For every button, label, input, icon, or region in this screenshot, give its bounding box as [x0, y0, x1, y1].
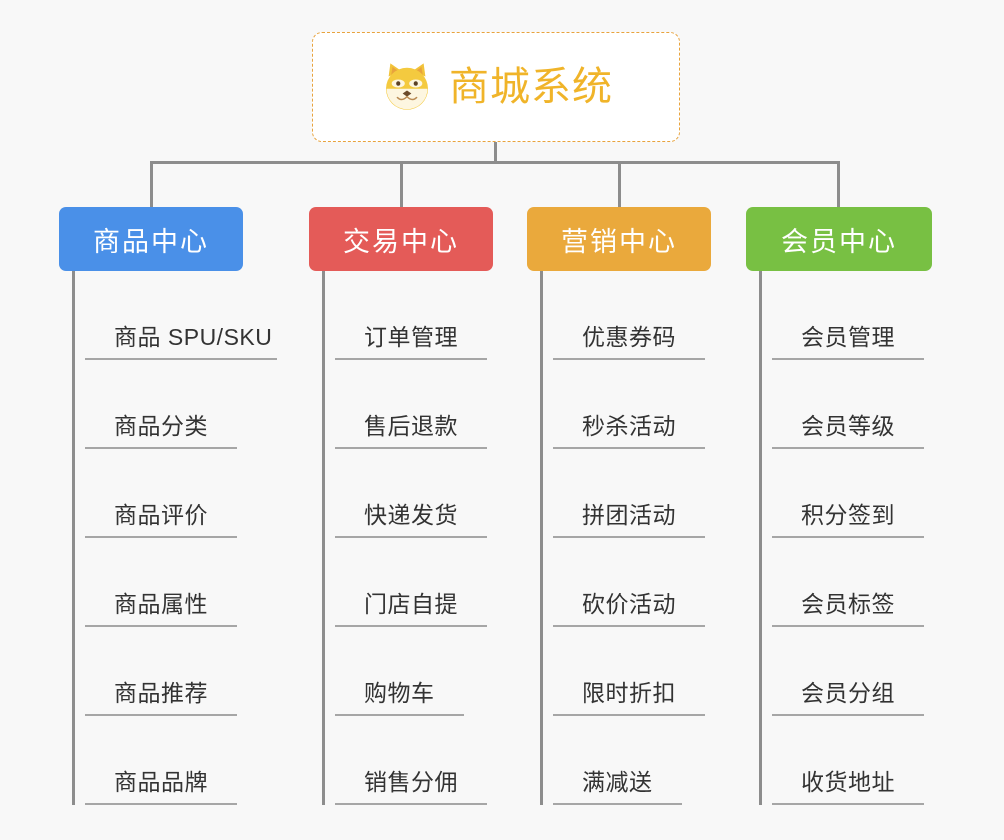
connector-drop-1 [150, 161, 153, 207]
list-item-label: 秒杀活动 [582, 413, 676, 439]
list-item-label: 商品分类 [114, 413, 208, 439]
list-item[interactable]: 商品推荐 [72, 627, 269, 716]
list-item[interactable]: 会员分组 [759, 627, 956, 716]
branch-product-center: 商品中心 商品 SPU/SKU 商品分类 商品评价 商品属性 商品推荐 [59, 207, 277, 805]
list-item-underline [335, 536, 487, 538]
list-item-label: 商品推荐 [114, 680, 208, 706]
branch-member-center: 会员中心 会员管理 会员等级 积分签到 会员标签 会员分组 [746, 207, 956, 805]
list-item-underline [553, 536, 705, 538]
list-item-underline [85, 803, 237, 805]
list-item[interactable]: 会员标签 [759, 538, 956, 627]
branch-items-trade-center: 订单管理 售后退款 快递发货 门店自提 购物车 销售分佣 [309, 271, 519, 805]
list-item-underline [772, 358, 924, 360]
list-item-label: 会员标签 [801, 591, 895, 617]
branch-trunk [540, 271, 543, 805]
list-item-underline [335, 447, 487, 449]
list-item-label: 会员管理 [801, 324, 895, 350]
list-item-underline [553, 625, 705, 627]
branch-items-marketing-center: 优惠券码 秒杀活动 拼团活动 砍价活动 限时折扣 满减送 [527, 271, 737, 805]
list-item[interactable]: 砍价活动 [540, 538, 737, 627]
list-item-label: 拼团活动 [582, 502, 676, 528]
branch-trunk [72, 271, 75, 805]
list-item[interactable]: 优惠券码 [540, 271, 737, 360]
list-item-underline [553, 803, 682, 805]
list-item[interactable]: 会员等级 [759, 360, 956, 449]
list-item-underline [553, 447, 705, 449]
list-item[interactable]: 收货地址 [759, 716, 956, 805]
list-item[interactable]: 拼团活动 [540, 449, 737, 538]
list-item-underline [772, 803, 924, 805]
list-item[interactable]: 商品分类 [72, 360, 269, 449]
list-item-underline [772, 625, 924, 627]
list-item[interactable]: 快递发货 [322, 449, 519, 538]
branch-marketing-center: 营销中心 优惠券码 秒杀活动 拼团活动 砍价活动 限时折扣 [527, 207, 737, 805]
list-item-underline [85, 536, 237, 538]
list-item[interactable]: 门店自提 [322, 538, 519, 627]
list-item-underline [335, 358, 487, 360]
branch-header-member-center[interactable]: 会员中心 [746, 207, 932, 271]
connector-root-stem [494, 142, 497, 164]
list-item-underline [85, 625, 237, 627]
list-item-label: 购物车 [364, 680, 435, 706]
branch-trunk [322, 271, 325, 805]
list-item-label: 快递发货 [364, 502, 458, 528]
branch-header-trade-center[interactable]: 交易中心 [309, 207, 493, 271]
list-item-underline [85, 447, 237, 449]
list-item[interactable]: 购物车 [322, 627, 519, 716]
list-item-label: 砍价活动 [582, 591, 676, 617]
list-item[interactable]: 满减送 [540, 716, 737, 805]
list-item-underline [85, 358, 277, 360]
list-item-label: 优惠券码 [582, 324, 676, 350]
list-item-label: 售后退款 [364, 413, 458, 439]
list-item[interactable]: 商品属性 [72, 538, 269, 627]
list-item[interactable]: 订单管理 [322, 271, 519, 360]
list-item[interactable]: 会员管理 [759, 271, 956, 360]
list-item-label: 门店自提 [364, 591, 458, 617]
branch-trunk [759, 271, 762, 805]
list-item[interactable]: 限时折扣 [540, 627, 737, 716]
branch-header-marketing-center[interactable]: 营销中心 [527, 207, 711, 271]
list-item-label: 收货地址 [801, 769, 895, 795]
list-item-label: 商品属性 [114, 591, 208, 617]
list-item[interactable]: 商品评价 [72, 449, 269, 538]
shiba-inu-icon [379, 59, 435, 115]
list-item[interactable]: 秒杀活动 [540, 360, 737, 449]
list-item-underline [772, 714, 924, 716]
branch-items-product-center: 商品 SPU/SKU 商品分类 商品评价 商品属性 商品推荐 商品品牌 [59, 271, 277, 805]
list-item-label: 积分签到 [801, 502, 895, 528]
list-item[interactable]: 售后退款 [322, 360, 519, 449]
list-item-label: 限时折扣 [582, 680, 676, 706]
list-item[interactable]: 销售分佣 [322, 716, 519, 805]
connector-drop-4 [837, 161, 840, 207]
list-item[interactable]: 商品 SPU/SKU [72, 271, 277, 360]
root-node[interactable]: 商城系统 [312, 32, 680, 142]
branch-items-member-center: 会员管理 会员等级 积分签到 会员标签 会员分组 收货地址 [746, 271, 956, 805]
list-item[interactable]: 商品品牌 [72, 716, 269, 805]
branch-header-product-center[interactable]: 商品中心 [59, 207, 243, 271]
connector-drop-2 [400, 161, 403, 207]
list-item-label: 会员分组 [801, 680, 895, 706]
list-item-label: 订单管理 [364, 324, 458, 350]
list-item-underline [335, 625, 487, 627]
list-item-underline [772, 536, 924, 538]
list-item-label: 商品品牌 [114, 769, 208, 795]
list-item-underline [553, 358, 705, 360]
list-item-underline [335, 803, 487, 805]
root-title: 商城系统 [449, 65, 613, 109]
list-item-underline [335, 714, 464, 716]
list-item-label: 销售分佣 [364, 769, 458, 795]
list-item-underline [772, 447, 924, 449]
list-item-underline [553, 714, 705, 716]
list-item-label: 会员等级 [801, 413, 895, 439]
list-item-label: 商品评价 [114, 502, 208, 528]
list-item[interactable]: 积分签到 [759, 449, 956, 538]
list-item-label: 满减送 [582, 769, 653, 795]
list-item-underline [85, 714, 237, 716]
connector-drop-3 [618, 161, 621, 207]
list-item-label: 商品 SPU/SKU [114, 324, 273, 350]
connector-horizontal-bus [150, 161, 840, 164]
branch-trade-center: 交易中心 订单管理 售后退款 快递发货 门店自提 购物车 [309, 207, 519, 805]
